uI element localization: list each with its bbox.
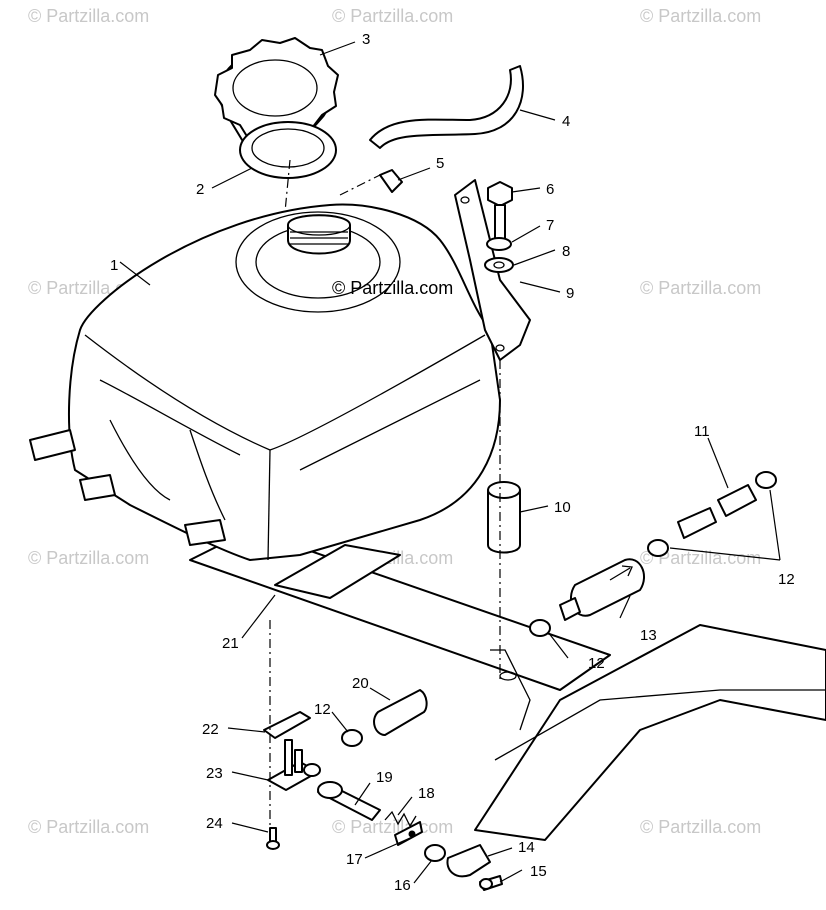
knob	[446, 844, 491, 878]
callout-1: 1	[110, 257, 118, 274]
callout-21: 21	[222, 635, 239, 652]
center-watermark: © Partzilla.com	[332, 278, 453, 298]
watermark: © Partzilla.com	[640, 817, 761, 837]
petcock-plate	[263, 711, 311, 739]
callout-12c: 12	[314, 701, 331, 718]
callout-6: 6	[546, 181, 554, 198]
spacer-tube	[487, 481, 521, 554]
callout-24: 24	[206, 815, 223, 832]
fuel-petcock	[267, 739, 321, 791]
callout-12: 12	[778, 571, 795, 588]
callout-16: 16	[394, 877, 411, 894]
leader-lines	[119, 41, 781, 884]
callout-8: 8	[562, 243, 570, 260]
fuel-filter	[559, 558, 645, 621]
petcock-screw	[266, 827, 280, 850]
fuel-cap-gasket	[239, 121, 337, 179]
callout-11: 11	[694, 423, 710, 440]
watermark: © Partzilla.com	[640, 6, 761, 26]
callout-7: 7	[546, 217, 554, 234]
washer-small	[424, 844, 446, 862]
fuel-hose-upper	[677, 484, 757, 539]
vent-fitting	[379, 169, 403, 193]
choke-lever	[317, 781, 381, 821]
callout-19: 19	[376, 769, 393, 786]
clip	[394, 821, 423, 846]
watermark: © Partzilla.com	[28, 817, 149, 837]
frame	[189, 529, 826, 841]
bolt	[487, 181, 513, 241]
watermark: © Partzilla.com	[332, 817, 453, 837]
watermark: © Partzilla.com	[28, 6, 149, 26]
callout-18: 18	[418, 785, 435, 802]
callout-13: 13	[640, 627, 657, 644]
callout-20: 20	[352, 675, 369, 692]
callout-22: 22	[202, 721, 219, 738]
rubber-washer	[484, 257, 514, 273]
callout-17: 17	[346, 851, 363, 868]
fuel-hose-lower	[373, 689, 428, 736]
washer	[486, 237, 512, 251]
callout-10: 10	[554, 499, 571, 516]
watermark: © Partzilla.com	[640, 278, 761, 298]
callout-14: 14	[518, 839, 535, 856]
hose-clamp	[341, 471, 777, 747]
watermark: © Partzilla.com	[332, 6, 453, 26]
foam-pad	[274, 544, 401, 599]
fuel-tank	[29, 179, 531, 561]
vent-hose	[369, 65, 524, 149]
callout-15: 15	[530, 863, 547, 880]
callout-23: 23	[206, 765, 223, 782]
watermark: © Partzilla.com	[640, 548, 761, 568]
watermark: © Partzilla.com	[28, 548, 149, 568]
callout-4: 4	[562, 113, 570, 130]
knob-screw	[479, 875, 503, 891]
callouts: 1 2 3 4 5 6 7 8 9 10 11 12 12 13 12 20 2…	[110, 31, 795, 894]
callout-3: 3	[362, 31, 370, 48]
callout-2: 2	[196, 181, 204, 198]
callout-12b: 12	[588, 655, 605, 672]
callout-9: 9	[566, 285, 574, 302]
spring	[384, 810, 417, 828]
callout-5: 5	[436, 155, 444, 172]
